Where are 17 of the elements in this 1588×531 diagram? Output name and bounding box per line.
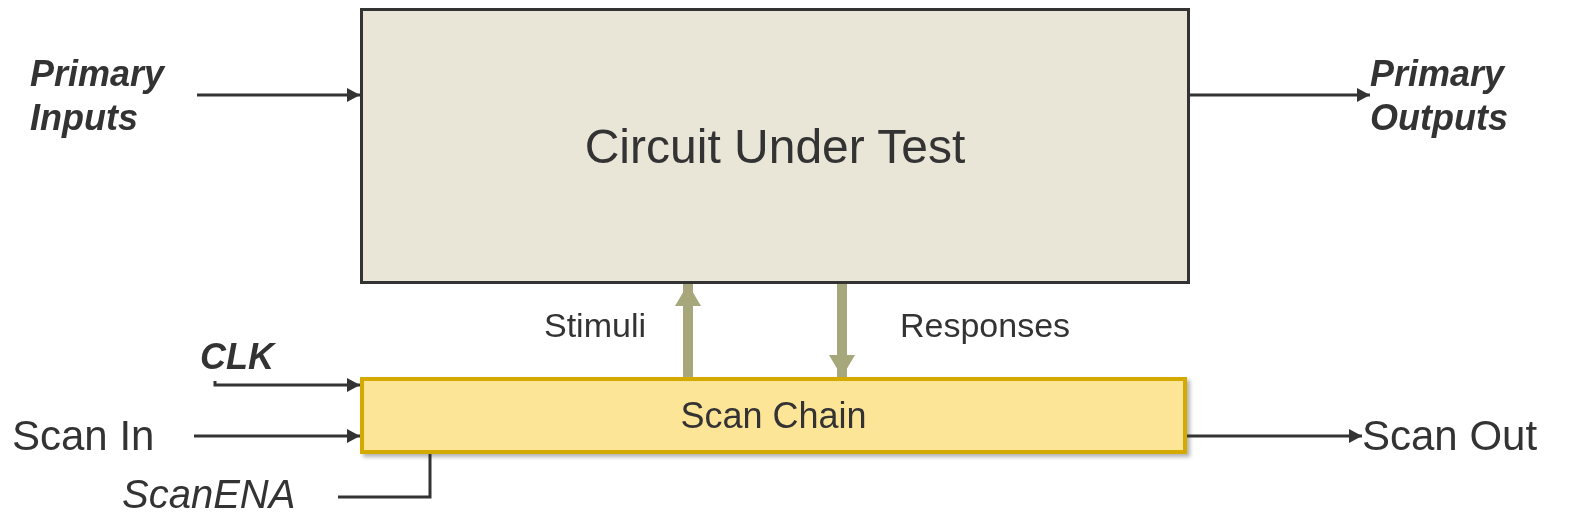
- signal-label: Primary Outputs: [1370, 52, 1540, 140]
- arrow: [675, 284, 701, 377]
- signal-label: ScanENA: [122, 470, 338, 519]
- signal-label: CLK: [200, 335, 290, 379]
- scan-chain-box: [360, 377, 1187, 454]
- box-label: Scan Chain: [680, 394, 867, 437]
- arrow: [1187, 429, 1362, 443]
- box-label: Circuit Under Test: [584, 118, 966, 174]
- signal-label: Primary Inputs: [30, 52, 197, 140]
- arrow: [1190, 88, 1370, 102]
- arrow: [194, 429, 360, 443]
- circuit-box: [360, 8, 1190, 284]
- arrow: [213, 378, 360, 392]
- signal-label: Scan In: [12, 410, 194, 462]
- signal-label: Scan Out: [1362, 410, 1562, 462]
- arrow: [829, 284, 855, 377]
- arrow: [197, 88, 360, 102]
